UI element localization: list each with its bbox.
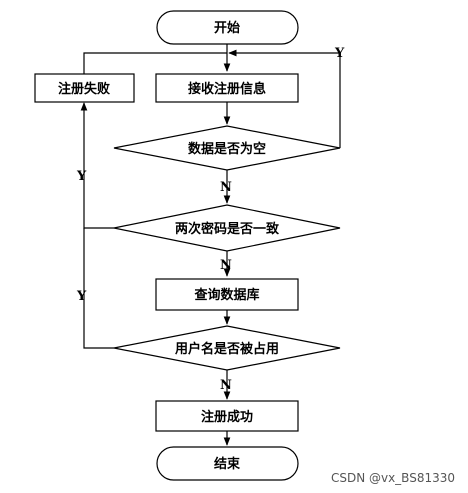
edge-pwd-yes xyxy=(83,104,114,229)
taken-yes-label: Y xyxy=(76,289,87,304)
start-label: 开始 xyxy=(214,20,240,36)
query-db-label: 查询数据库 xyxy=(193,287,259,303)
edge-fail-loop xyxy=(83,52,227,74)
username-taken-label: 用户名是否被占用 xyxy=(174,341,279,357)
receive-info-label: 接收注册信息 xyxy=(188,81,266,97)
end-terminal xyxy=(156,446,299,481)
register-fail-label: 注册失败 xyxy=(58,81,110,97)
register-success-box xyxy=(155,400,299,432)
data-empty-label: 数据是否为空 xyxy=(188,141,266,157)
register-success-label: 注册成功 xyxy=(201,409,253,425)
query-db-box xyxy=(155,278,299,311)
empty-no-label: N xyxy=(220,180,232,195)
password-match-label: 两次密码是否一致 xyxy=(175,221,280,237)
register-fail-box xyxy=(34,73,135,103)
end-label: 结束 xyxy=(214,456,241,472)
taken-no-label: N xyxy=(220,378,232,393)
pwd-no-label: N xyxy=(220,258,232,273)
edge-taken-yes xyxy=(83,228,114,349)
empty-yes-label: Y xyxy=(334,46,345,61)
pwd-yes-label: Y xyxy=(76,169,87,184)
edge-empty-yes xyxy=(231,52,341,148)
watermark: CSDN @vx_BS81330 xyxy=(331,471,455,485)
